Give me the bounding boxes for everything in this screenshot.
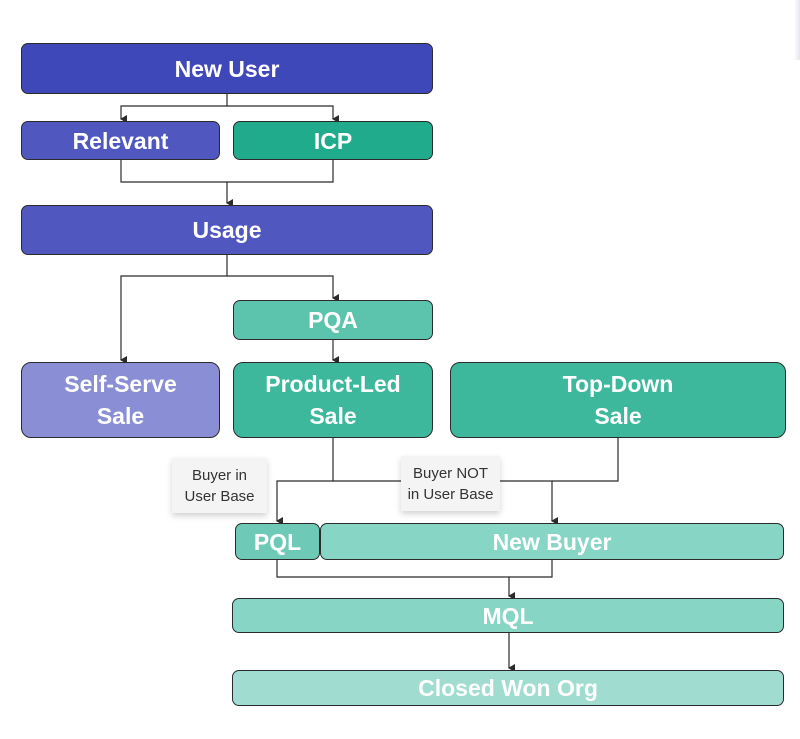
connector-productled-pql: [276, 438, 334, 525]
connector-topdown-newbuyer: [552, 438, 619, 482]
node-closed-won-org[interactable]: Closed Won Org: [232, 670, 784, 706]
node-pql[interactable]: PQL: [235, 523, 320, 560]
connector-usage-selfserve: [120, 255, 228, 364]
note-buyer-in-user-base: Buyer in User Base: [172, 458, 267, 513]
connector-newbuyer-mql: [509, 560, 553, 578]
node-relevant[interactable]: Relevant: [21, 121, 220, 160]
window-edge-decoration: [794, 0, 800, 60]
node-usage[interactable]: Usage: [21, 205, 433, 255]
node-new-buyer[interactable]: New Buyer: [320, 523, 784, 560]
connector-usage-pqa: [227, 275, 339, 302]
node-top-down-sale[interactable]: Top-Down Sale: [450, 362, 786, 438]
connector-newuser-split: [120, 94, 228, 123]
connector-icp-usage: [227, 160, 334, 183]
node-pqa[interactable]: PQA: [233, 300, 433, 340]
connector-pql-mql: [276, 560, 515, 600]
connector-newuser-icp: [227, 105, 339, 123]
connector-relevant-usage: [120, 160, 233, 207]
node-new-user[interactable]: New User: [21, 43, 433, 94]
note-buyer-not-in-user-base: Buyer NOT in User Base: [401, 456, 500, 511]
node-mql[interactable]: MQL: [232, 598, 784, 633]
node-product-led-sale[interactable]: Product-Led Sale: [233, 362, 433, 438]
node-icp[interactable]: ICP: [233, 121, 433, 160]
node-self-serve-sale[interactable]: Self-Serve Sale: [21, 362, 220, 438]
